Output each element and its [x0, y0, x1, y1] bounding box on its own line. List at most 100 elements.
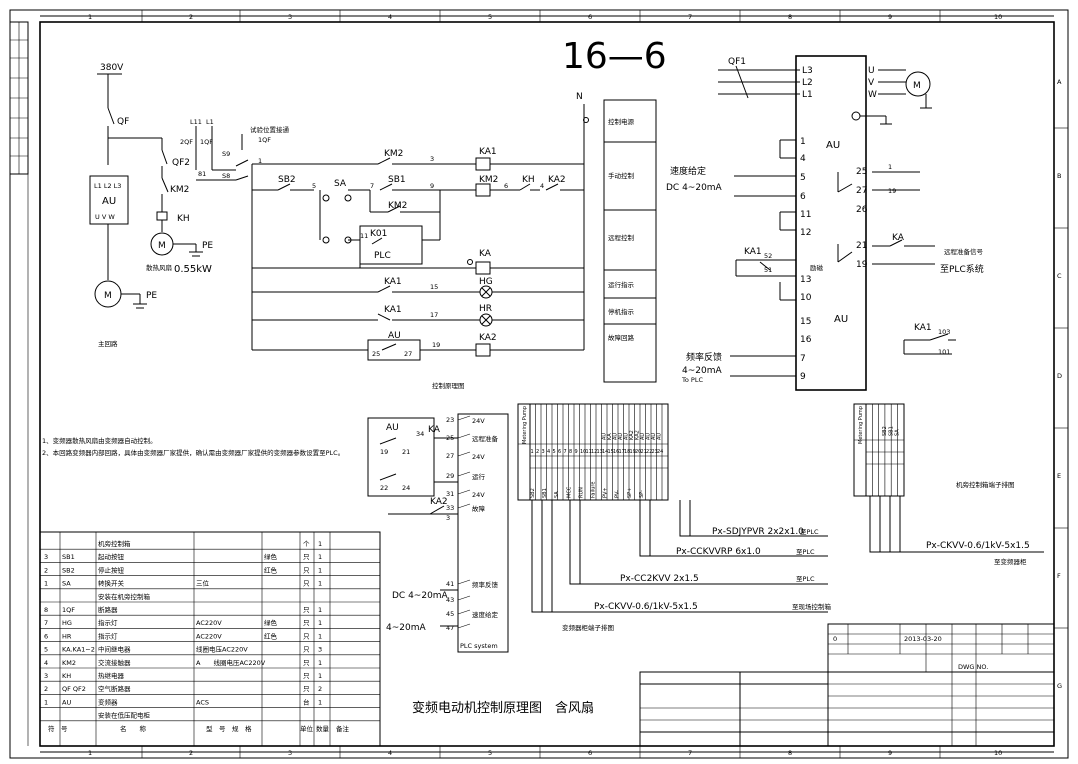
bom-symbol: 1QF: [62, 606, 75, 614]
plc-terminal-number: 47: [446, 624, 454, 632]
tsv-bottom-label: RUN: [578, 487, 584, 498]
main-circuit: 380V QF QF2 KM2 KH M PE 散热风扇 0.55kW L1 L…: [89, 63, 213, 348]
vfd-name-bottom: AU: [834, 314, 848, 325]
qf1-label: QF1: [728, 57, 746, 67]
bom-qty: 1: [318, 632, 322, 640]
col-label: 8: [788, 749, 792, 757]
func-stop: 停机指示: [608, 307, 635, 316]
node-81: 81: [198, 170, 206, 178]
row1-km2: KM2: [384, 149, 403, 159]
plc-terminal-label: 24V: [472, 491, 485, 499]
plc-au-label: AU: [386, 423, 399, 433]
col-label: 1: [88, 749, 92, 757]
plc-t3: 3: [446, 514, 450, 522]
bom-symbol: QF QF2: [62, 685, 86, 693]
main-circuit-caption: 主回路: [98, 339, 118, 348]
bom-name: 中间继电器: [98, 645, 131, 654]
row2-km2: KM2: [479, 175, 498, 185]
dest-4: 至现场控制箱: [792, 602, 832, 611]
km2-hold: KM2: [388, 201, 407, 211]
bom-color: 绿色: [264, 618, 278, 627]
vfd-t12: 12: [800, 228, 811, 238]
main-pe: PE: [146, 291, 157, 301]
bom-qty: 1: [318, 659, 322, 667]
col-label: 1: [88, 13, 92, 21]
plc-t21: 21: [402, 448, 410, 456]
vfd-r27: 27: [856, 186, 867, 196]
bom-no: 5: [44, 646, 48, 654]
s8-label: S8: [222, 172, 230, 180]
bom-unit: 只: [303, 553, 310, 561]
tsv-terminal: 23: [652, 449, 658, 455]
vfd-l3: L3: [802, 66, 813, 76]
bom-no: 3: [44, 672, 48, 680]
bom-name: 热继电器: [98, 671, 125, 680]
node-7: 7: [370, 182, 374, 190]
node-6: 6: [504, 182, 508, 190]
vfd-t15: 15: [800, 317, 811, 327]
bom-no: 8: [44, 606, 48, 614]
tsv-terminal: 13: [597, 449, 603, 455]
bom-unit: 只: [303, 566, 310, 574]
vfd-l1: L1: [802, 90, 813, 100]
tsv-top-label: AU: [613, 433, 619, 440]
main-motor-letter: M: [104, 291, 112, 301]
tsv-top-label: AU: [602, 433, 608, 440]
col-label: 2: [189, 749, 193, 757]
bom-unit: 只: [303, 646, 310, 654]
sb1-label: SB1: [388, 175, 406, 185]
vfd-block: QF1 L3 L2 L1 U V W M AU AU 1 4 5 6 11 12…: [666, 55, 984, 391]
test-qf-label: 1QF: [258, 136, 271, 144]
tsv-caption: 变频器柜端子排图: [562, 623, 614, 632]
tsv-terminal: 15: [608, 449, 614, 455]
cable-3: Px-CC2KVV 2x1.5: [620, 574, 699, 584]
plc-terminal-label: 远程准备: [472, 434, 499, 443]
tsv-terminal: 2: [536, 449, 539, 455]
bom-no: 1: [44, 698, 48, 706]
local-cable: Px-CKVV-0.6/1kV-5x1.5: [926, 541, 1030, 551]
col-label: 6: [588, 749, 592, 757]
dest-2: 至PLC: [796, 548, 815, 556]
vfd-ka-label: KA: [892, 233, 905, 243]
vfd-u: U: [868, 66, 875, 76]
plc-box: [457, 413, 509, 653]
bom-color: 红色: [264, 565, 278, 574]
col-label: 5: [488, 749, 492, 757]
tsl-top-label: SA: [895, 429, 901, 436]
bom-qty: 1: [318, 540, 322, 548]
node-9: 9: [430, 182, 434, 190]
tsl-caption: 机旁控制箱端子排图: [956, 480, 1015, 489]
plc-terminal-label: 运行: [472, 472, 486, 481]
n-label: N: [576, 92, 583, 102]
node-11: 11: [360, 232, 368, 240]
bom-symbol: AU: [62, 698, 71, 706]
freq-fb-to: To PLC: [681, 376, 703, 384]
bom-no: 2: [44, 566, 48, 574]
hr-label: HR: [479, 304, 492, 314]
node-3: 3: [430, 155, 434, 163]
qf-label: QF: [117, 117, 129, 127]
dest-1: 至PLC: [800, 528, 819, 536]
ka-coil-label: KA: [479, 249, 492, 259]
tsv-bottom-label: SP+: [627, 488, 633, 498]
tsv-terminal: 14: [602, 449, 608, 455]
col-label: 7: [688, 13, 692, 21]
kh-label: KH: [177, 214, 190, 224]
col-label: 9: [888, 749, 892, 757]
plc-au-box: [367, 417, 435, 497]
row-label: B: [1057, 172, 1061, 180]
bom-symbol: HR: [62, 632, 72, 640]
plc-terminal-label: 24V: [472, 453, 485, 461]
row-label: C: [1057, 272, 1062, 280]
tsv-bottom-label: MCC: [566, 486, 572, 498]
col-label: 7: [688, 749, 692, 757]
vfd-t13: 13: [800, 275, 811, 285]
bom-symbol: KH: [62, 672, 71, 680]
bom-header: 备注: [336, 724, 350, 733]
tsv-side: Metering Pump: [522, 406, 528, 444]
bom-no: 6: [44, 632, 48, 640]
bom-spec: ACS: [196, 698, 209, 706]
ka2-coil-label: KA2: [479, 333, 497, 343]
